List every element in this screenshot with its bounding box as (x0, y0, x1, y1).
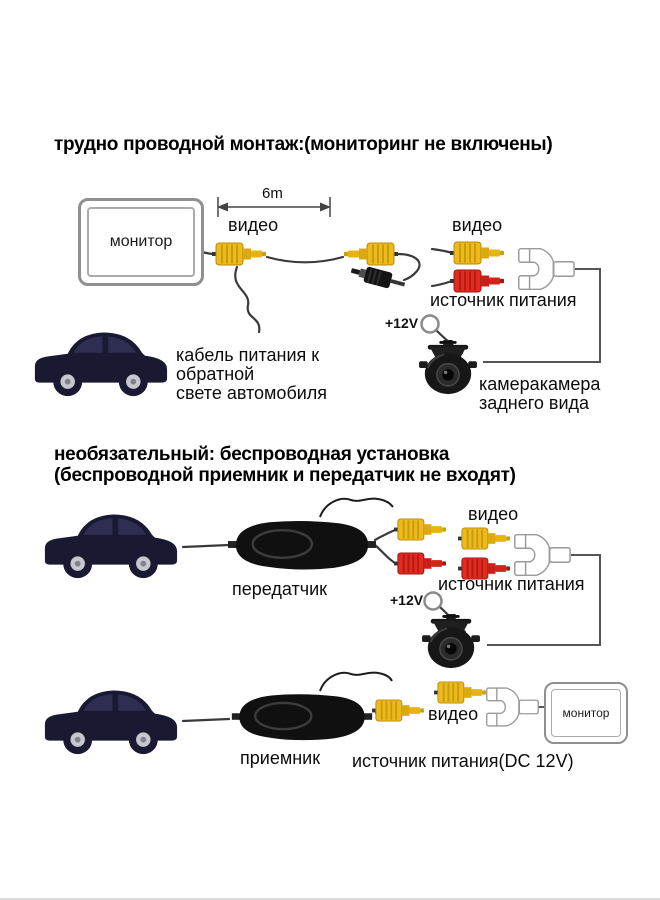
wireless-section-title-line1: необязательный: беспроводная установка (54, 444, 450, 465)
antenna-wires (319, 497, 394, 692)
dimension-arrow-left (217, 202, 228, 212)
video-label: видео (228, 215, 279, 235)
monitor-screen (551, 689, 621, 737)
video-label: видео (468, 504, 519, 524)
monitor-label: монитор (109, 233, 173, 250)
dc-jack-circle (423, 591, 443, 611)
video-power-splitter (518, 242, 576, 296)
rca-connector-yellow (372, 698, 424, 723)
rear-camera-illustration (418, 614, 484, 670)
monitor-screen (87, 207, 195, 277)
wireless-section-title-line2: (беспроводной приемник и передатчик не в… (54, 465, 516, 486)
monitor-illustration: монитор (78, 198, 204, 286)
car-illustration (38, 676, 183, 758)
reverse-light-note-line: обратной (176, 364, 255, 384)
reverse-light-note-line: свете автомобиля (176, 383, 328, 403)
voltage-label: +12V (385, 315, 419, 331)
voltage-label: +12V (390, 592, 424, 608)
car-illustration (38, 500, 183, 582)
monitor-label: монитор (562, 706, 610, 720)
dimension-arrow-right (320, 202, 331, 212)
car-illustration (28, 318, 173, 400)
rca-connector-yellow (212, 241, 266, 267)
video-power-splitter (486, 682, 540, 732)
camera-caption: камеракамера (479, 374, 601, 394)
video-label: видео (452, 215, 503, 235)
camera-caption: заднего вида (479, 393, 590, 413)
monitor-illustration: монитор (544, 682, 628, 744)
video-label: видео (428, 704, 479, 724)
rca-connector-yellow (458, 526, 510, 551)
cable-length-label: 6m (262, 185, 283, 202)
reverse-light-note-line: кабель питания к (176, 345, 320, 365)
transmitter-illustration (228, 514, 376, 576)
power-source-label: источник питания (430, 290, 577, 310)
wired-section-title: трудно проводной монтаж:(мониторинг не в… (54, 134, 553, 155)
power-source-label: источник питания(DC 12V) (352, 751, 574, 771)
rear-camera-illustration (415, 340, 481, 396)
power-video-routing-lines (483, 268, 601, 708)
rca-connector-yellow (394, 517, 446, 542)
power-source-label: источник питания (438, 574, 585, 594)
rca-connector-yellow (434, 680, 486, 705)
dc-jack-circle (420, 314, 440, 334)
page-bottom-divider (0, 898, 660, 900)
receiver-illustration (228, 688, 376, 746)
receiver-label: приемник (240, 748, 321, 768)
transmitter-label: передатчик (232, 579, 328, 599)
rca-connector-red (394, 551, 446, 576)
rca-connector-yellow (450, 240, 504, 266)
